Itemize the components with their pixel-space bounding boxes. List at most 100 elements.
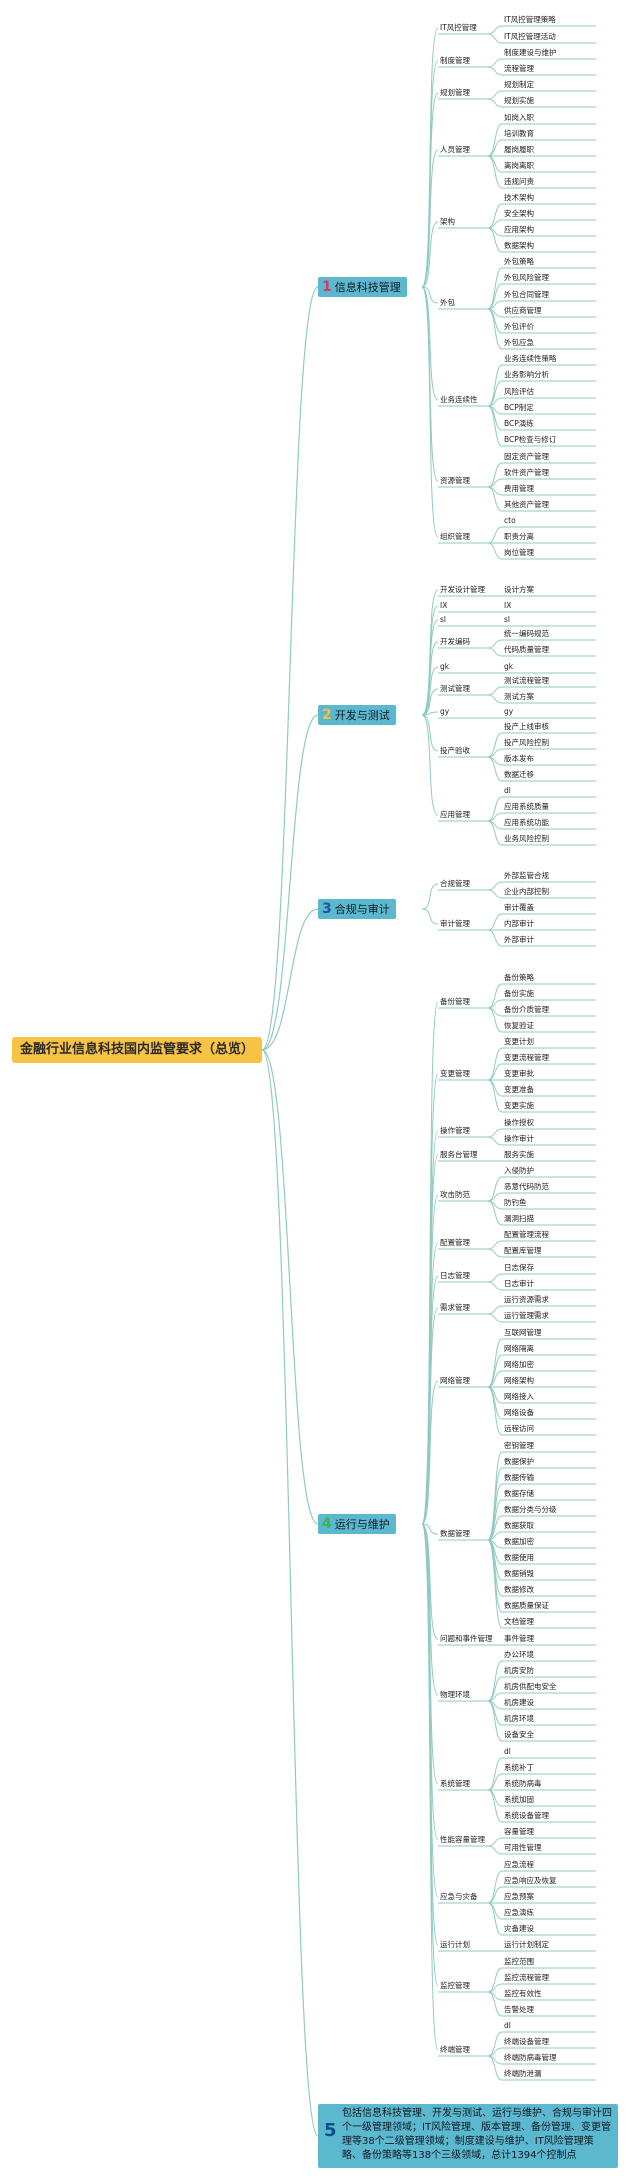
item-label: 恶意代码防范	[504, 1182, 549, 1191]
item-label: 测试流程管理	[504, 676, 549, 685]
item-label: 数据架构	[504, 241, 534, 250]
group-label: 数据管理	[440, 1529, 470, 1538]
group-label: 终端管理	[440, 2045, 470, 2054]
group-to-item-line	[487, 1789, 503, 1823]
group-to-item-line	[487, 1386, 503, 1436]
item-label: 数据获取	[504, 1521, 534, 1530]
group-to-item-line	[487, 1007, 503, 1033]
item-label: 设计方案	[504, 585, 534, 594]
item-label: 审计覆盖	[504, 903, 534, 912]
group-to-item-line	[487, 267, 503, 310]
group-label: 监控管理	[440, 1981, 470, 1990]
group-label: 系统管理	[440, 1779, 470, 1788]
group-label: 需求管理	[440, 1303, 470, 1312]
group-to-item-line	[487, 486, 503, 512]
group-to-item-line	[487, 1837, 503, 1847]
group-to-item-line	[487, 33, 503, 44]
branch-to-group-line	[421, 711, 439, 716]
item-label: 数据存储	[504, 1489, 534, 1498]
item-label: cto	[504, 516, 516, 525]
item-label: 密钥管理	[504, 1441, 534, 1450]
group-to-item-line	[487, 913, 503, 931]
summary-box: 5 包括信息科技管理、开发与测试、运行与维护、合规与审计四个一级管理领域；IT风…	[318, 2104, 618, 2168]
item-label: 漏洞扫描	[504, 1214, 534, 1223]
group-to-item-line	[487, 694, 503, 704]
branch-label: 合规与审计	[334, 903, 390, 916]
summary-number: 5	[324, 2120, 337, 2141]
group-label: 性能容量管理	[440, 1835, 485, 1844]
item-label: 应用系统功能	[504, 818, 549, 827]
item-label: 运行计划制定	[504, 1940, 549, 1949]
item-label: 机房安防	[504, 1666, 534, 1675]
group-label: 备份管理	[440, 997, 470, 1006]
item-label: 机房供配电安全	[504, 1682, 557, 1691]
item-label: 固定资产管理	[504, 452, 549, 461]
item-label: gk	[504, 662, 514, 671]
group-to-item-line	[487, 90, 503, 100]
item-label: 机房建设	[504, 1698, 534, 1707]
group-label: 日志管理	[440, 1271, 470, 1280]
item-label: 业务风险控制	[504, 834, 549, 843]
item-label: 数据加密	[504, 1537, 534, 1546]
group-label: 攻击防范	[440, 1190, 470, 1199]
item-label: 配置管理流程	[504, 1230, 549, 1239]
group-to-item-line	[487, 1248, 503, 1258]
item-label: 入侵防护	[504, 1166, 534, 1175]
item-label: 数据分类与分级	[504, 1505, 557, 1514]
item-label: 外包评价	[504, 322, 534, 331]
group-label: 规划管理	[440, 88, 470, 97]
root-to-branch-line	[261, 714, 319, 1051]
item-label: 操作审计	[504, 1134, 534, 1143]
item-label: 容量管理	[504, 1827, 534, 1836]
branch-label: 开发与测试	[334, 709, 390, 722]
branch-number: 4	[322, 1516, 332, 1532]
branch-to-group-line	[421, 149, 439, 288]
item-label: 网络设备	[504, 1408, 534, 1417]
group-label: IX	[440, 601, 448, 610]
item-label: 运行资源需求	[504, 1295, 549, 1304]
group-to-item-line	[487, 66, 503, 76]
item-label: 内部审计	[504, 919, 534, 928]
group-label: sl	[440, 615, 446, 624]
item-label: 办公环境	[504, 1650, 534, 1659]
item-label: 应急流程	[504, 1860, 534, 1869]
group-to-item-line	[487, 380, 503, 407]
item-label: 备份实施	[504, 989, 534, 998]
item-label: 变更实施	[504, 1101, 534, 1110]
item-label: 数据质量保证	[504, 1601, 549, 1610]
group-to-item-line	[487, 1079, 503, 1113]
item-label: 网络接入	[504, 1392, 534, 1401]
branch-to-group-line	[421, 1523, 439, 2051]
item-label: 应用架构	[504, 225, 534, 234]
item-label: 供应商管理	[504, 306, 542, 315]
group-to-item-line	[487, 227, 503, 253]
group-to-item-line	[487, 929, 503, 947]
item-label: 职责分离	[504, 532, 534, 541]
item-label: 恢复验证	[504, 1021, 534, 1030]
item-label: 系统防病毒	[504, 1779, 542, 1788]
summary-text: 包括信息科技管理、开发与测试、运行与维护、合规与审计四个一级管理领域；IT风险管…	[342, 2108, 612, 2161]
item-label: 流程管理	[504, 64, 534, 73]
item-label: 变更计划	[504, 1037, 534, 1046]
item-label: 如岗入职	[504, 113, 534, 122]
branch-to-group-line	[421, 883, 439, 910]
group-to-item-line	[487, 1240, 503, 1250]
item-label: 终端设备管理	[504, 2037, 549, 2046]
item-label: 制度建设与维护	[504, 48, 557, 57]
item-label: 系统补丁	[504, 1763, 534, 1772]
item-label: 投产上线审核	[504, 722, 549, 731]
group-to-item-line	[487, 542, 503, 560]
group-to-item-line	[487, 647, 503, 657]
branch-label: 信息科技管理	[334, 281, 401, 294]
branch-to-group-line	[421, 221, 439, 288]
item-label: dl	[504, 786, 511, 795]
item-label: 其他资产管理	[504, 500, 549, 509]
item-label: 业务影响分析	[504, 370, 549, 379]
item-label: BCP制定	[504, 403, 534, 412]
group-to-item-line	[487, 1281, 503, 1291]
group-to-item-line	[487, 1902, 503, 1936]
group-to-item-line	[487, 820, 503, 846]
item-label: 互联网管理	[504, 1328, 542, 1337]
group-to-item-line	[487, 756, 503, 782]
